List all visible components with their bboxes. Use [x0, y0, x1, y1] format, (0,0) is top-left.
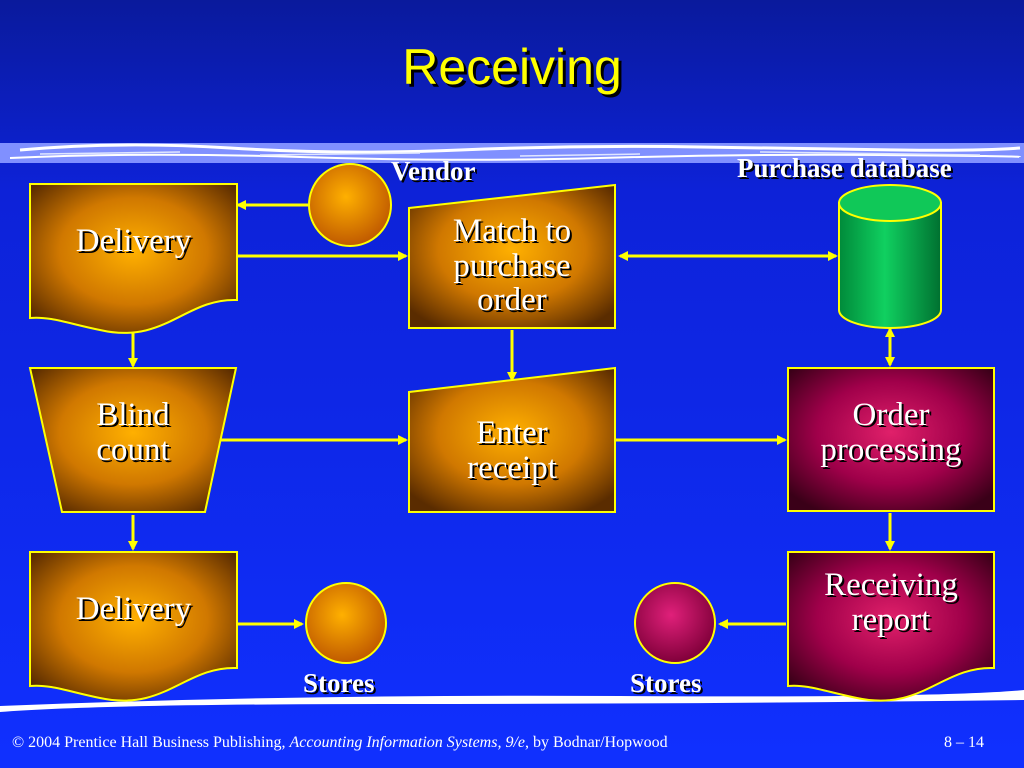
purchase-database-cylinder — [838, 184, 942, 329]
blind-count-manual-operation — [28, 367, 238, 513]
footer-authors: , by Bodnar/Hopwood — [525, 734, 668, 751]
slide-title: Receiving — [402, 39, 622, 95]
blind-line-1: Blind — [96, 397, 170, 433]
blind-line-2: count — [96, 431, 170, 468]
report-line-1: Receiving — [824, 567, 958, 603]
footer-credit: © 2004 Prentice Hall Business Publishing… — [12, 734, 668, 752]
stores-left-label: Stores — [303, 668, 375, 698]
delivery-top-text: Delivery — [75, 222, 192, 259]
match-manual-input-shape — [408, 183, 616, 329]
match-label: Match to purchase order — [409, 206, 615, 326]
page-number: 8 – 14 — [944, 734, 984, 751]
enter-receipt-manual-input — [408, 366, 616, 513]
enter-line-1: Enter — [476, 415, 548, 452]
stores-connector-left — [305, 582, 387, 664]
delivery-top-label: Delivery — [30, 188, 237, 294]
connectors — [128, 200, 895, 629]
order-line-1: Order — [852, 397, 930, 433]
brush-band — [0, 143, 1024, 163]
order-line-2: processing — [820, 431, 962, 468]
vendor-label: Vendor — [391, 156, 476, 186]
delivery-document-bottom — [29, 551, 238, 702]
match-line-1: Match to — [452, 213, 572, 250]
enter-receipt-label: Enter receipt — [409, 392, 615, 510]
delivery-document-top — [29, 183, 238, 334]
order-processing-label: Order processing — [788, 370, 994, 510]
match-line-2: purchase — [453, 247, 571, 284]
enter-line-2: receipt — [467, 450, 557, 486]
receiving-report-label: Receiving report — [788, 556, 994, 666]
delivery-bottom-label: Delivery — [30, 556, 237, 662]
report-line-2: report — [851, 601, 931, 638]
footer-copyright: © 2004 Prentice Hall Business Publishing… — [12, 734, 290, 751]
vendor-connector-circle — [308, 163, 392, 247]
order-processing-process — [787, 367, 995, 512]
stores-connector-right — [634, 582, 716, 664]
purchase-database-label: Purchase database — [737, 153, 952, 183]
footer-book-title: Accounting Information Systems, 9/e — [289, 734, 525, 751]
match-line-3: order — [477, 282, 547, 319]
receiving-report-document — [787, 551, 995, 702]
stores-right-label: Stores — [630, 668, 702, 698]
delivery-bottom-text: Delivery — [75, 590, 192, 627]
bottom-swoosh — [0, 690, 1024, 712]
blind-count-label: Blind count — [30, 372, 236, 508]
